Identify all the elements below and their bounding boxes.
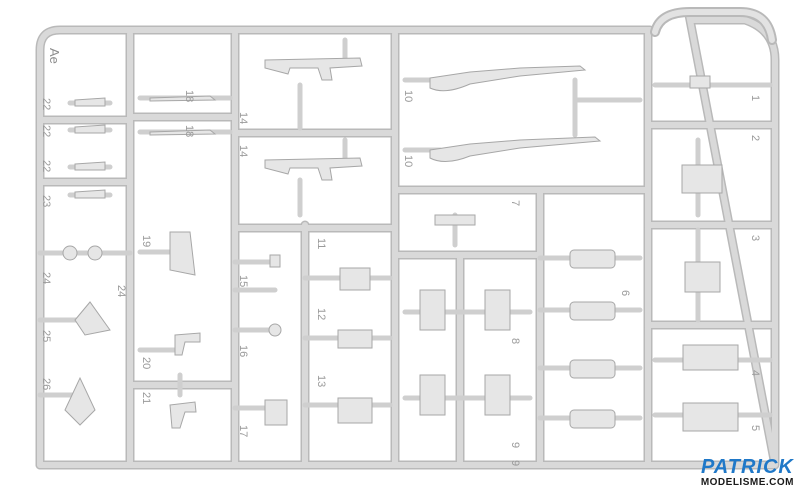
part-number-9: 9 xyxy=(509,442,521,448)
watermark-logo: PATRICK MODELISME.COM xyxy=(701,457,794,489)
part-number-11: 11 xyxy=(315,238,327,249)
part-number-3: 3 xyxy=(749,235,761,241)
part-number-12: 12 xyxy=(315,308,327,320)
part-number-1: 1 xyxy=(749,95,761,101)
part-number-18: 18 xyxy=(183,90,195,102)
sprue-id-label: Ae xyxy=(47,48,62,64)
part-number-19: 19 xyxy=(140,235,152,247)
part-number-24: 24 xyxy=(115,285,127,297)
part-number-2: 2 xyxy=(749,135,761,141)
part-number-22: 22 xyxy=(40,160,52,172)
part-number-22: 22 xyxy=(40,98,52,110)
part-number-14: 14 xyxy=(237,145,249,157)
part-number-labels: 2222222324242526191818202114141010151617… xyxy=(40,90,761,466)
part-number-23: 23 xyxy=(40,195,52,207)
part-number-16: 16 xyxy=(237,345,249,357)
part-number-14: 14 xyxy=(237,112,249,124)
part-number-7: 7 xyxy=(509,200,521,206)
part-number-15: 15 xyxy=(237,275,249,287)
part-number-20: 20 xyxy=(140,357,152,369)
part-number-13: 13 xyxy=(315,375,327,387)
part-number-24: 24 xyxy=(40,272,52,284)
part-number-4: 4 xyxy=(749,370,761,376)
part-number-17: 17 xyxy=(237,425,249,437)
part-number-10: 10 xyxy=(402,155,414,167)
part-number-22: 22 xyxy=(40,125,52,137)
part-number-9: 9 xyxy=(509,460,521,466)
part-number-18: 18 xyxy=(183,125,195,137)
watermark-brand: PATRICK xyxy=(700,456,794,478)
part-number-25: 25 xyxy=(40,330,52,342)
part-number-26: 26 xyxy=(40,378,52,390)
part-number-10: 10 xyxy=(402,90,414,102)
watermark-site: MODELISME.COM xyxy=(700,477,794,488)
part-number-5: 5 xyxy=(749,425,761,431)
part-number-6: 6 xyxy=(619,290,631,296)
part-number-8: 8 xyxy=(509,338,521,344)
part-number-21: 21 xyxy=(140,392,152,404)
